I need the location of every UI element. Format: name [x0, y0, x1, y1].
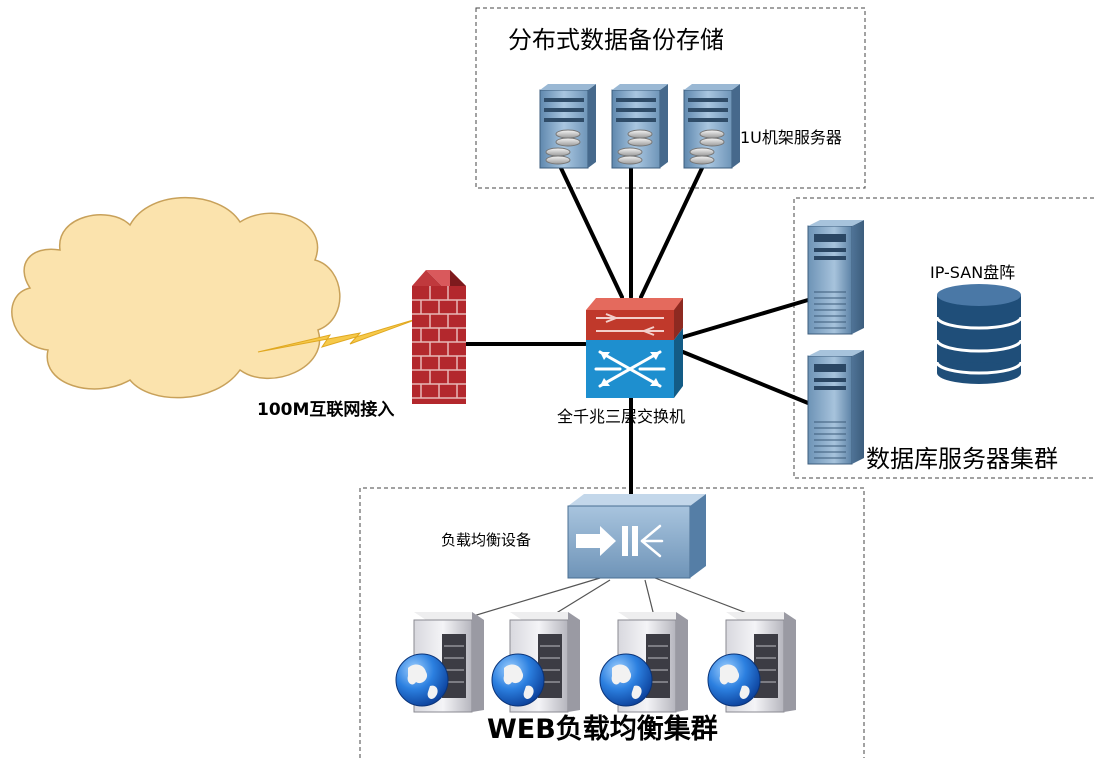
internet-cloud-icon	[11, 196, 341, 399]
web-server-globe-icon	[395, 612, 484, 713]
firewall-icon	[412, 270, 466, 404]
storage-group-box	[475, 7, 866, 189]
connection-lines	[463, 164, 810, 496]
link-switch-db1	[681, 298, 810, 339]
web-server-globe-icon	[491, 612, 580, 713]
tower-server-icon	[807, 220, 864, 335]
layer3-switch-icon	[586, 298, 683, 398]
load-balancer-icon	[567, 494, 706, 579]
link-rack1-switch	[558, 164, 624, 299]
database-icon	[935, 284, 1023, 384]
rack-server-icon	[683, 84, 740, 169]
core-switch-label: 全千兆三层交换机	[557, 407, 686, 426]
db-cluster-title: 数据库服务器集群	[866, 445, 1058, 473]
db-group-box	[793, 197, 1094, 479]
rack-server-label: 1U机架服务器	[740, 128, 842, 147]
internet-access-label: 100M互联网接入	[257, 400, 395, 420]
rack-server-icon	[539, 84, 596, 169]
link-switch-db2	[681, 350, 810, 405]
link-rack3-switch	[639, 164, 705, 299]
storage-group-title: 分布式数据备份存储	[508, 26, 724, 54]
rack-server-icon	[611, 84, 668, 169]
web-connection-lines	[449, 577, 766, 624]
web-group-box	[359, 487, 865, 758]
web-cluster-title: WEB负载均衡集群	[487, 714, 718, 745]
ip-san-label: IP-SAN盘阵	[930, 263, 1016, 282]
web-server-globe-icon	[707, 612, 796, 713]
tower-server-icon	[807, 350, 864, 465]
load-balancer-label: 负载均衡设备	[441, 531, 532, 549]
web-server-globe-icon	[599, 612, 688, 713]
